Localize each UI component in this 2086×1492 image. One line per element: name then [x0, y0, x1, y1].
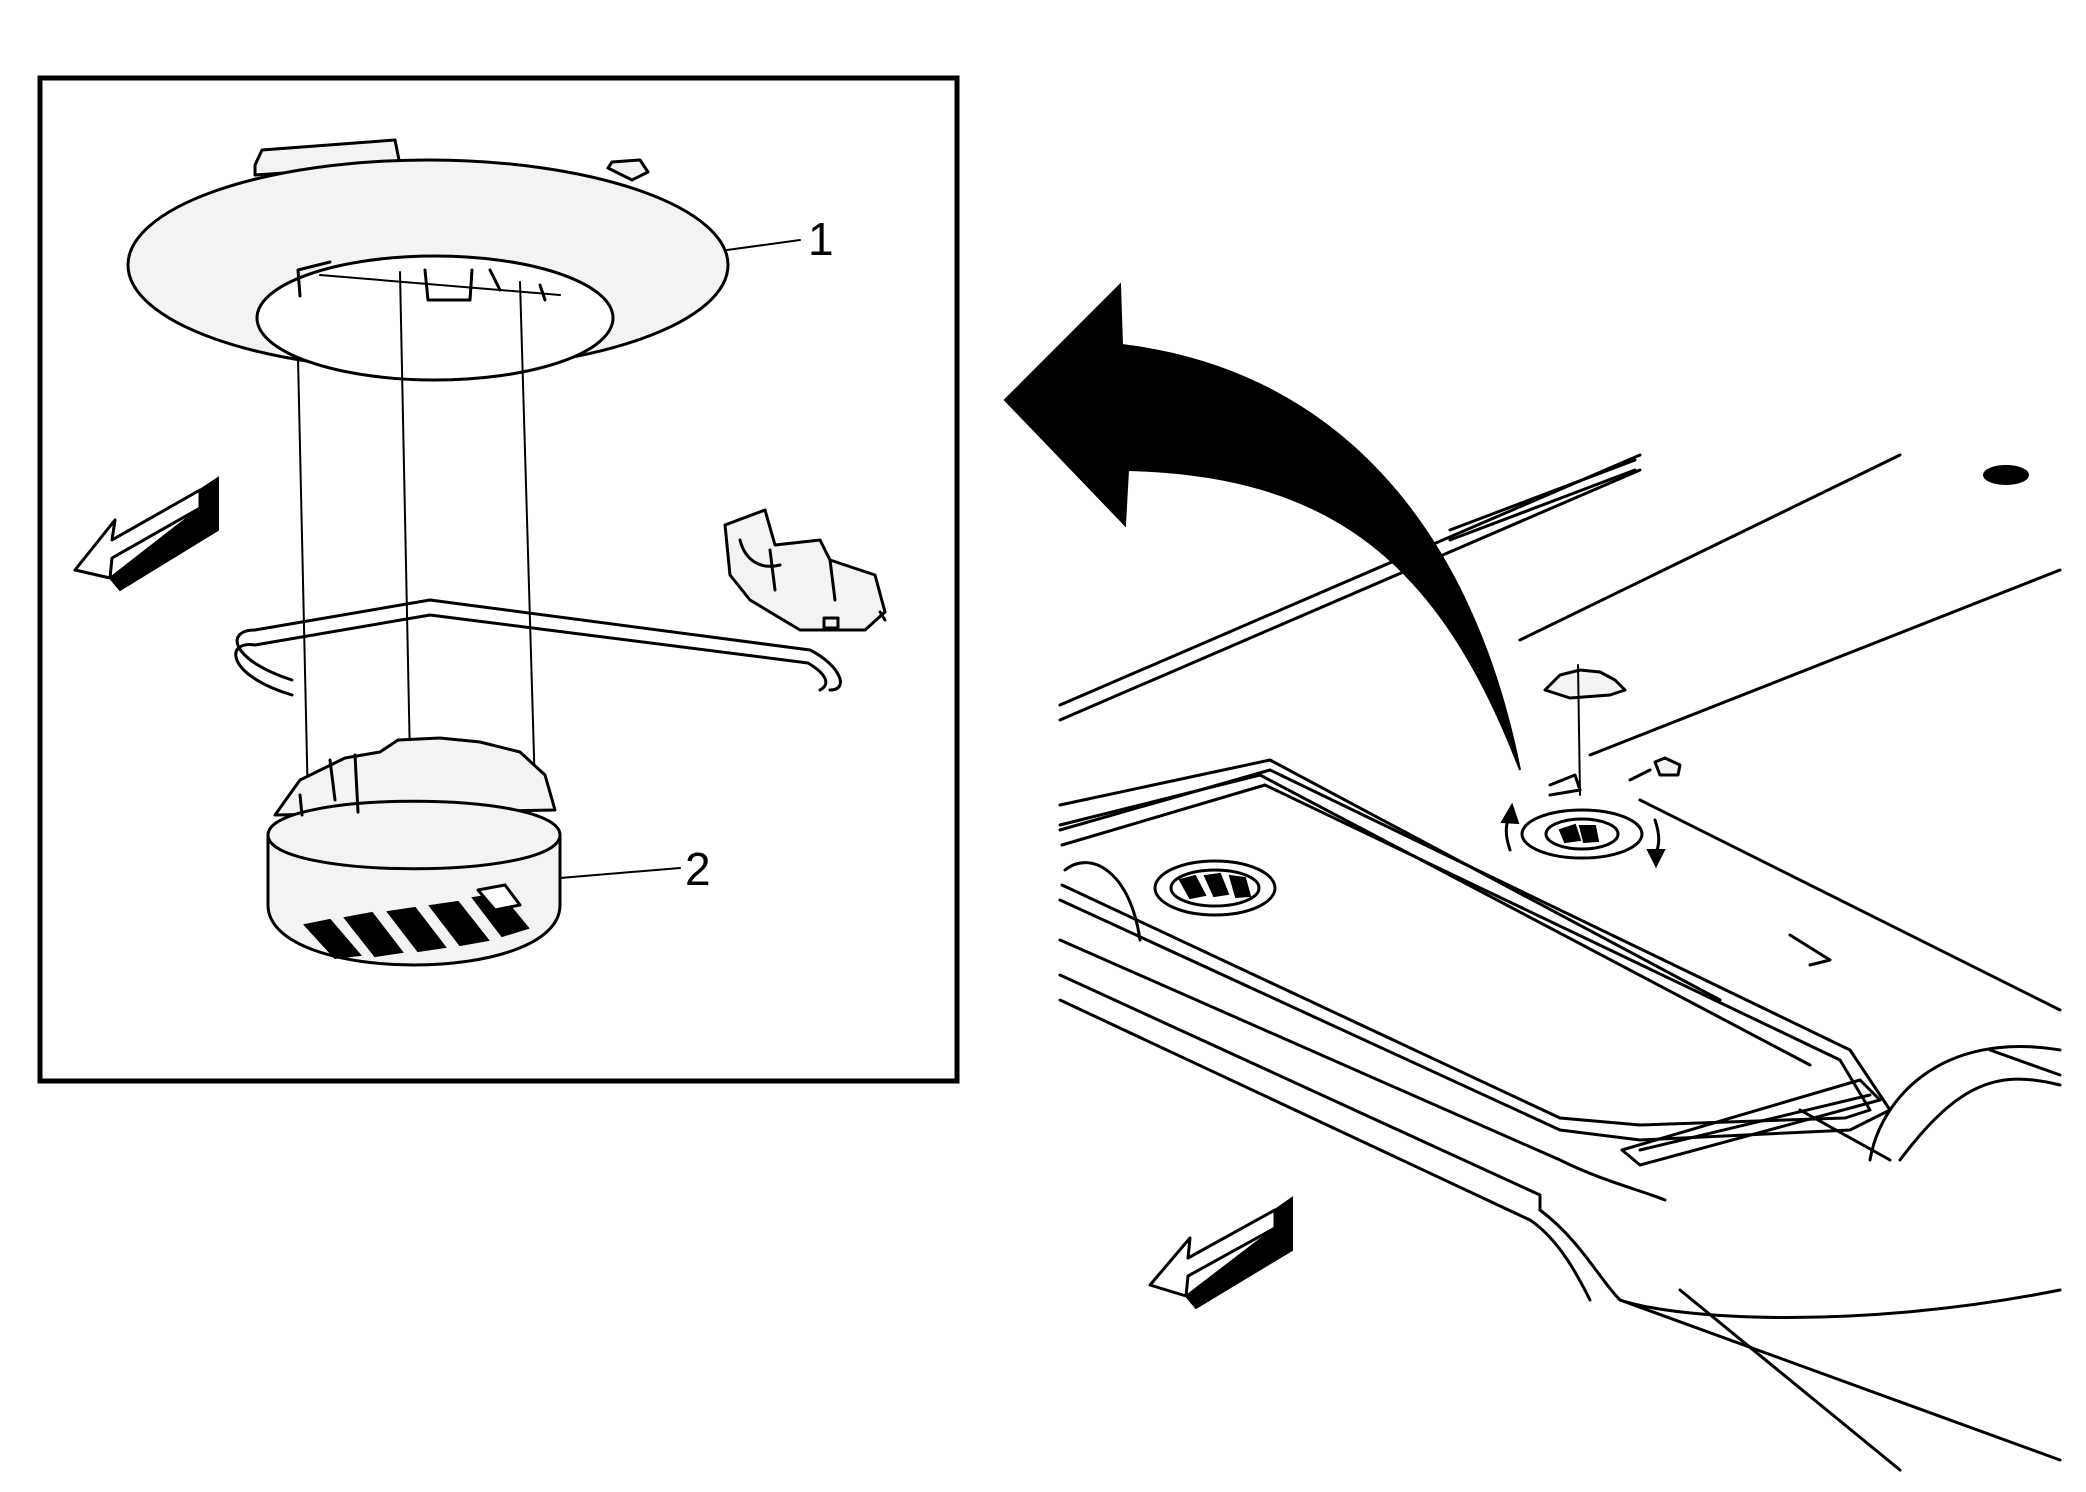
main-view	[1003, 282, 2062, 1472]
rotation-arrows-icon	[1500, 802, 1666, 869]
detail-inset: 1 2	[37, 75, 960, 1084]
direction-arrow-icon	[1148, 1196, 1293, 1310]
headliner-panel	[1058, 453, 2062, 1472]
console-vent	[1153, 859, 1277, 917]
sensor-location	[1520, 664, 1682, 860]
overhead-console	[1058, 768, 1892, 1167]
sun-load-sensor	[266, 736, 562, 967]
sensor-grille	[303, 883, 530, 960]
callout-2: 2	[685, 843, 711, 895]
wiring-harness	[234, 508, 887, 697]
trim-ring	[126, 138, 730, 382]
leader-line-2	[559, 867, 681, 879]
curved-arrow-icon	[1003, 282, 1521, 771]
callout-1: 1	[808, 213, 834, 265]
alignment-lines	[297, 271, 536, 806]
leader-line-1	[726, 239, 801, 251]
direction-arrow-icon	[73, 476, 219, 592]
